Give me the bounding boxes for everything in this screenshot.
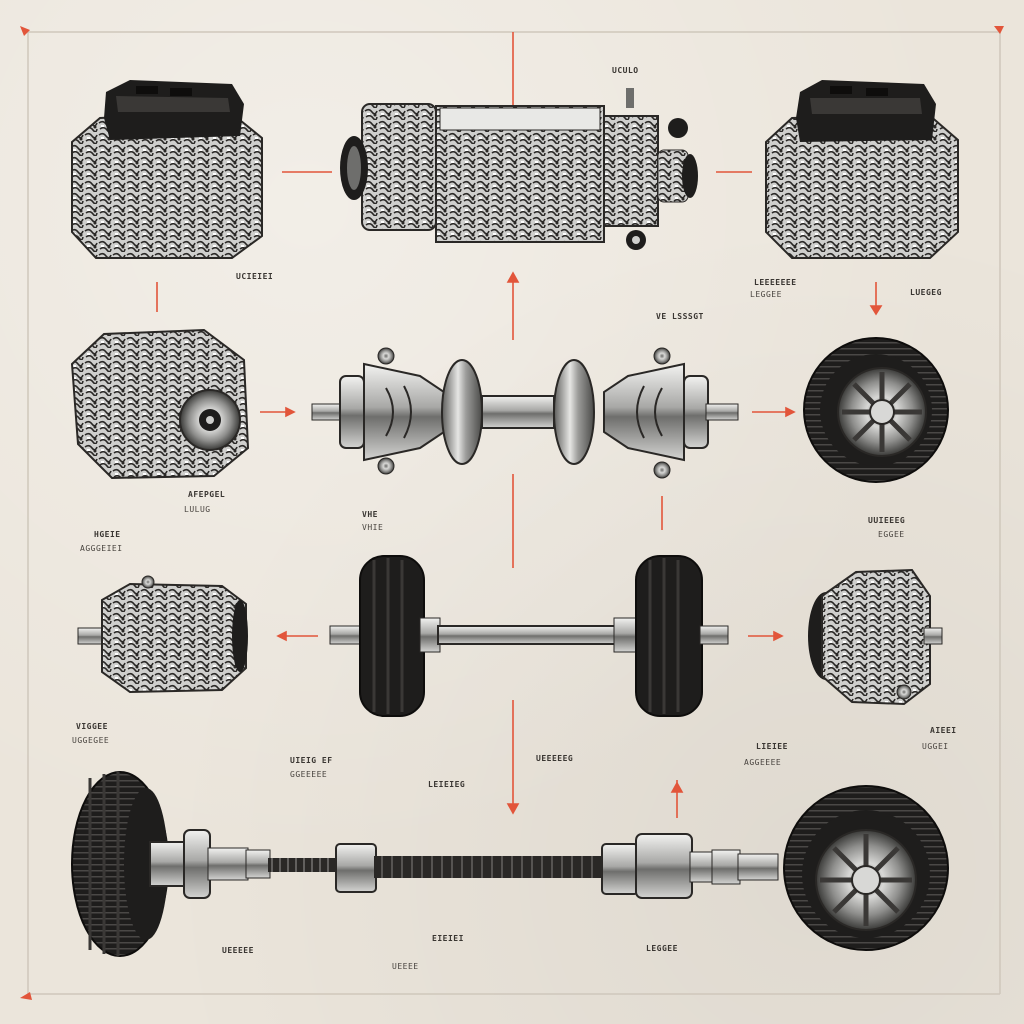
label-shaft-a: UIEIG EF: [290, 756, 333, 765]
engine-assembly-top-center: [340, 88, 698, 250]
gearbox-lower-left: [77, 575, 248, 694]
label-axle-a: VHE: [362, 510, 378, 519]
label-top-right-a: LEEEEEEE: [754, 278, 797, 287]
label-center-upper: VE LSSSGT: [656, 312, 704, 321]
transmission-mid-left: [70, 328, 250, 480]
label-shaft-center: LEIEIEG: [428, 780, 466, 789]
label-top-right-b: LEGGEE: [750, 290, 782, 299]
label-top-left-engine: UCIEIEI: [236, 272, 274, 281]
label-transmission-a: AFEPGEL: [188, 490, 226, 499]
label-left-mid-a: HGEIE: [94, 530, 121, 539]
label-shaft-b: GGEEEEE: [290, 770, 328, 779]
label-gearbox-left-a: VIGGEE: [76, 722, 108, 731]
label-wheel-b: EGGEE: [878, 530, 905, 539]
label-bottom-left: UEEEEE: [222, 946, 254, 955]
engine-block-top-right: [765, 80, 959, 259]
label-far-right-b: UGGEI: [922, 742, 949, 751]
label-far-right-a: AIEEI: [930, 726, 957, 735]
gearbox-lower-right: [808, 568, 943, 706]
label-wheel-a: UUIEEEG: [868, 516, 906, 525]
label-left-mid-b: AGGGEIEI: [80, 544, 123, 553]
wheel-mid-right: [803, 337, 949, 483]
frame: [27, 31, 1001, 995]
corner-marks: [20, 26, 1004, 1000]
engine-block-top-left: [71, 80, 263, 259]
driveshaft-assembly: [71, 771, 949, 957]
label-shaft-right: UEEEEEG: [536, 754, 574, 763]
axle-with-disks: [329, 555, 729, 717]
flow-arrows: [156, 32, 883, 818]
label-right-upper: LUEGEG: [910, 288, 942, 297]
label-gearbox-left-b: UGGEGEE: [72, 736, 110, 745]
label-transmission-b: LULUG: [184, 505, 211, 514]
label-bottom-center-a: EIEIEI: [432, 934, 464, 943]
label-axle-b: VHIE: [362, 523, 384, 532]
differential-axle: [311, 347, 739, 479]
label-bottom-right: LEGGEE: [646, 944, 678, 953]
label-gearbox-right-b: AGGEEEE: [744, 758, 782, 767]
label-bottom-center-b: UEEEE: [392, 962, 419, 971]
label-top-engine: UCULO: [612, 66, 639, 75]
label-gearbox-right-a: LIEIEE: [756, 742, 788, 751]
